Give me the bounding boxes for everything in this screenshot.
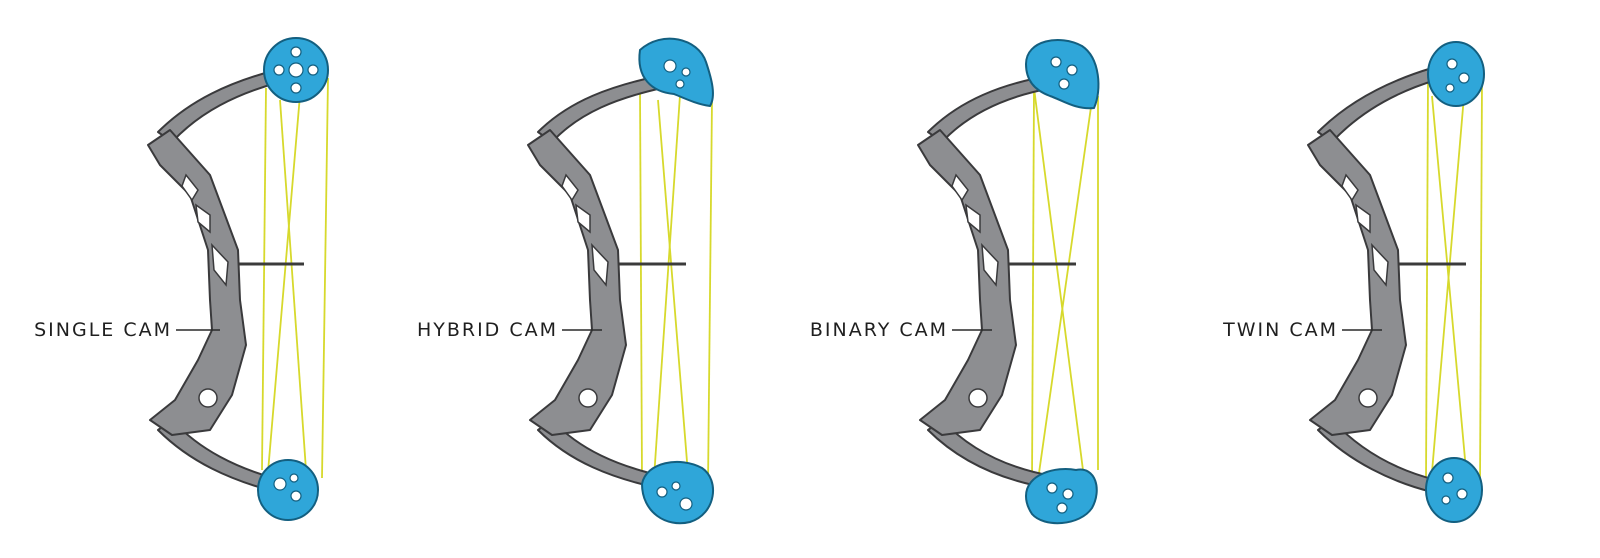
- hybrid-cam-riser-cutout: [591, 242, 609, 287]
- twin-cam-string: [1479, 79, 1483, 487]
- twin-cam-riser-cutout: [1355, 203, 1371, 234]
- bow-single-cam: SINGLE CAM: [0, 0, 400, 558]
- hybrid-cam-riser-cutout: [575, 203, 591, 234]
- hybrid-cam-top-cam: [638, 37, 714, 108]
- twin-cam-riser-cutout: [1358, 388, 1378, 408]
- twin-cam-riser: [1307, 129, 1407, 436]
- hybrid-cam-label: HYBRID CAM: [416, 319, 558, 341]
- twin-cam-riser-cutout: [1341, 173, 1359, 202]
- binary-cam-cable: [1033, 87, 1085, 479]
- twin-cam-bow-drawing: [1307, 41, 1485, 523]
- hybrid-cam-riser-cutout: [561, 173, 579, 202]
- binary-cam-string: [1031, 87, 1035, 483]
- single-cam-upper-limb: [157, 69, 281, 143]
- single-cam-label: SINGLE CAM: [34, 319, 172, 341]
- hybrid-cam-riser: [527, 129, 627, 436]
- hybrid-cam-cable: [657, 99, 689, 475]
- single-cam-riser-cutout: [198, 388, 218, 408]
- twin-cam-string: [1425, 79, 1429, 483]
- single-cam-riser: [147, 129, 247, 436]
- hybrid-cam-bottom-cam: [640, 461, 715, 525]
- single-cam-top-cam: [263, 37, 329, 103]
- single-cam-string: [321, 77, 329, 479]
- twin-cam-label: TWIN CAM: [1223, 319, 1338, 341]
- twin-cam-bottom-cam: [1425, 457, 1483, 523]
- hybrid-cam-riser-cutout: [578, 388, 598, 408]
- binary-cam-riser-cutout: [965, 203, 981, 234]
- binary-cam-cable: [1037, 99, 1093, 481]
- twin-cam-cable: [1431, 95, 1467, 471]
- bow-twin-cam: TWIN CAM: [1170, 0, 1570, 558]
- twin-cam-cable: [1431, 95, 1465, 473]
- single-cam-string: [261, 87, 267, 471]
- bow-hybrid-cam: HYBRID CAM: [390, 0, 790, 558]
- binary-cam-riser-cutout: [968, 388, 988, 408]
- twin-cam-top-cam: [1427, 41, 1485, 107]
- binary-cam-top-cam: [1024, 39, 1100, 110]
- binary-cam-bottom-cam: [1024, 468, 1098, 525]
- binary-cam-riser-cutout: [951, 173, 969, 202]
- hybrid-cam-cable: [653, 94, 681, 479]
- hybrid-cam-string: [707, 99, 713, 487]
- single-cam-cable: [267, 94, 301, 473]
- bow-binary-cam: BINARY CAM: [780, 0, 1180, 558]
- single-cam-cable: [279, 99, 307, 471]
- twin-cam-upper-limb: [1317, 67, 1437, 143]
- binary-cam-riser: [917, 129, 1017, 436]
- twin-cam-riser-cutout: [1371, 242, 1389, 287]
- hybrid-cam-bow-drawing: [527, 37, 715, 525]
- binary-cam-label: BINARY CAM: [809, 319, 948, 341]
- single-cam-bow-drawing: [147, 37, 329, 521]
- single-cam-riser-cutout: [181, 173, 199, 202]
- binary-cam-riser-cutout: [981, 242, 999, 287]
- single-cam-riser-cutout: [195, 203, 211, 234]
- single-cam-riser-cutout: [211, 242, 229, 287]
- single-cam-bottom-cam: [257, 459, 319, 521]
- hybrid-cam-string: [639, 89, 643, 481]
- hybrid-cam-upper-limb: [537, 75, 663, 143]
- binary-cam-bow-drawing: [917, 39, 1100, 525]
